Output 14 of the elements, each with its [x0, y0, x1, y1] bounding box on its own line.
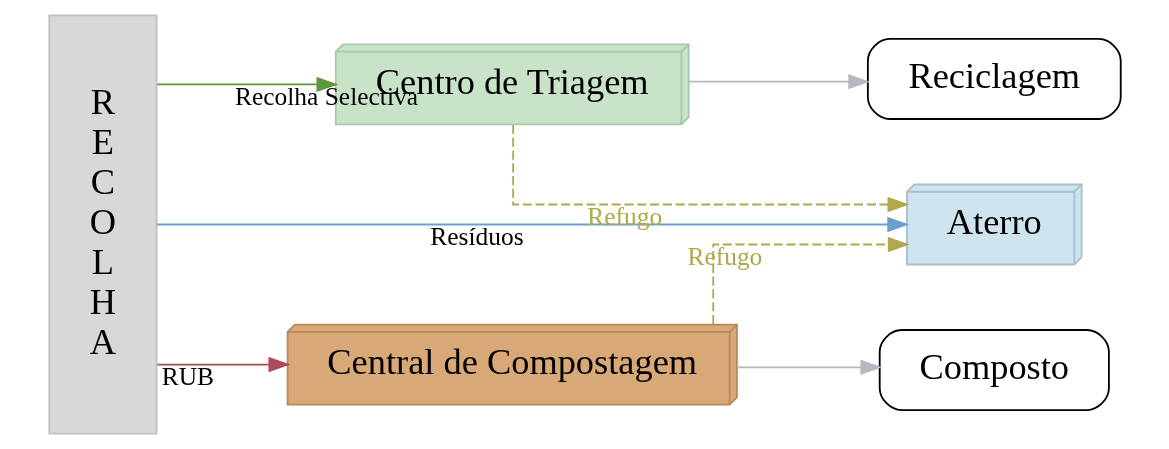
node-box: Reciclagem	[866, 38, 1122, 120]
node-box: Composto	[878, 329, 1110, 411]
edge-label: Refugo	[586, 201, 662, 231]
edge-label: Refugo	[686, 241, 762, 271]
arrow	[735, 359, 882, 375]
arrow	[511, 124, 909, 213]
arrow	[155, 356, 290, 373]
arrow	[155, 76, 338, 93]
arrow	[687, 74, 870, 90]
arrow	[711, 236, 910, 325]
node-box: RECOLHA	[47, 14, 157, 435]
edge-label: Resíduos	[429, 221, 524, 251]
arrow	[155, 216, 909, 233]
edge-label: RUB	[161, 361, 214, 391]
